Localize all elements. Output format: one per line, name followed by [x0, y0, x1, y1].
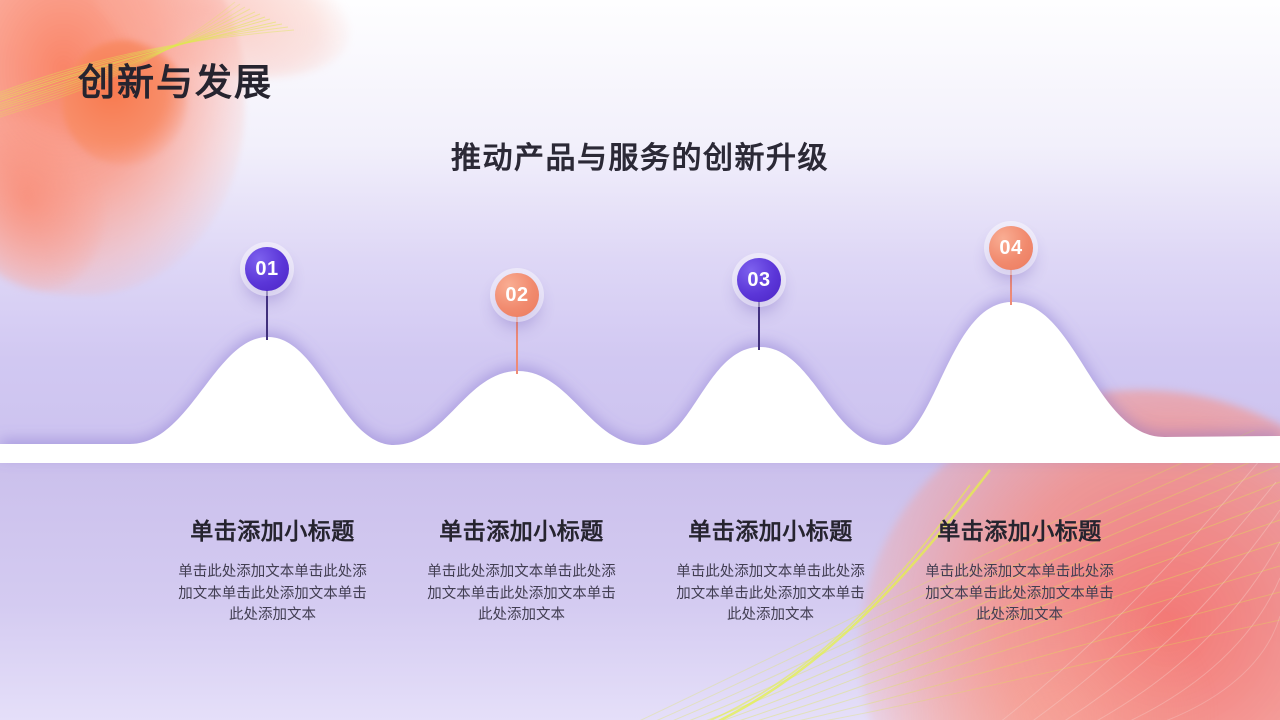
step-heading: 单击添加小标题 — [688, 518, 853, 544]
step-heading: 单击添加小标题 — [190, 518, 355, 544]
step-connector-line — [266, 290, 268, 340]
step-body: 单击此处添加文本单击此处添加文本单击此处添加文本单击此处添加文本 — [925, 564, 1114, 623]
step-number-badge: 01 — [245, 247, 289, 291]
step-number: 02 — [505, 283, 529, 306]
step-number-badge: 02 — [495, 273, 539, 317]
step-body: 单击此处添加文本单击此处添加文本单击此处添加文本单击此处添加文本 — [676, 564, 865, 623]
step-column: 单击添加小标题 单击此处添加文本单击此处添加文本单击此处添加文本单击此处添加文本 — [895, 512, 1144, 627]
slide-subtitle: 推动产品与服务的创新升级 — [451, 142, 829, 175]
slide-title: 创新与发展 — [78, 62, 273, 103]
step-connector-line — [758, 301, 760, 350]
step-number: 03 — [747, 268, 771, 291]
step-number: 04 — [999, 236, 1023, 259]
step-body: 单击此处添加文本单击此处添加文本单击此处添加文本单击此处添加文本 — [178, 564, 367, 623]
step-columns: 单击添加小标题 单击此处添加文本单击此处添加文本单击此处添加文本单击此处添加文本… — [148, 512, 1144, 627]
step-number-badge: 03 — [737, 258, 781, 302]
step-number-badge: 04 — [989, 226, 1033, 270]
step-body: 单击此处添加文本单击此处添加文本单击此处添加文本单击此处添加文本 — [427, 564, 616, 623]
step-heading: 单击添加小标题 — [439, 518, 604, 544]
step-column: 单击添加小标题 单击此处添加文本单击此处添加文本单击此处添加文本单击此处添加文本 — [148, 512, 397, 627]
step-heading: 单击添加小标题 — [937, 518, 1102, 544]
step-connector-line — [1010, 269, 1012, 305]
step-column: 单击添加小标题 单击此处添加文本单击此处添加文本单击此处添加文本单击此处添加文本 — [646, 512, 895, 627]
step-column: 单击添加小标题 单击此处添加文本单击此处添加文本单击此处添加文本单击此处添加文本 — [397, 512, 646, 627]
step-connector-line — [516, 316, 518, 374]
step-number: 01 — [255, 257, 279, 280]
